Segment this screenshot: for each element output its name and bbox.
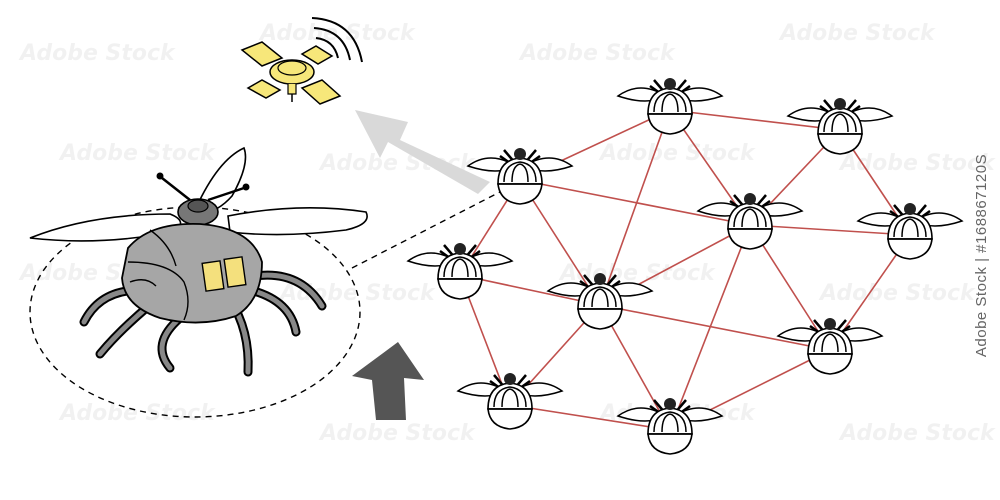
swarm-bee-icon bbox=[616, 76, 724, 136]
svg-text:Adobe Stock: Adobe Stock bbox=[838, 151, 996, 176]
svg-text:Adobe Stock: Adobe Stock bbox=[518, 41, 676, 66]
swarm-bee-icon bbox=[776, 316, 884, 376]
svg-text:Adobe Stock: Adobe Stock bbox=[598, 141, 756, 166]
robot-bee-icon bbox=[29, 146, 368, 377]
svg-text:Adobe Stock: Adobe Stock bbox=[838, 421, 996, 446]
svg-text:Adobe Stock: Adobe Stock bbox=[778, 21, 936, 46]
satellite-icon bbox=[240, 17, 363, 105]
svg-text:Adobe Stock: Adobe Stock bbox=[58, 401, 216, 426]
uplink-arrow bbox=[355, 110, 490, 194]
swarm-bee-icon bbox=[466, 146, 574, 206]
svg-text:Adobe Stock: Adobe Stock bbox=[18, 41, 176, 66]
zoom-arrow bbox=[352, 342, 424, 420]
stock-id-watermark: Adobe Stock | #168867120S bbox=[973, 153, 991, 357]
svg-text:Adobe Stock: Adobe Stock bbox=[318, 421, 476, 446]
svg-text:Adobe Stock: Adobe Stock bbox=[818, 281, 976, 306]
connector-line bbox=[351, 191, 501, 269]
svg-text:Adobe Stock: Adobe Stock bbox=[58, 141, 216, 166]
swarm-bee-icon bbox=[696, 191, 804, 251]
robot-panel bbox=[201, 260, 225, 292]
robot-panel bbox=[223, 256, 247, 288]
swarm-bee-icon bbox=[856, 201, 964, 261]
